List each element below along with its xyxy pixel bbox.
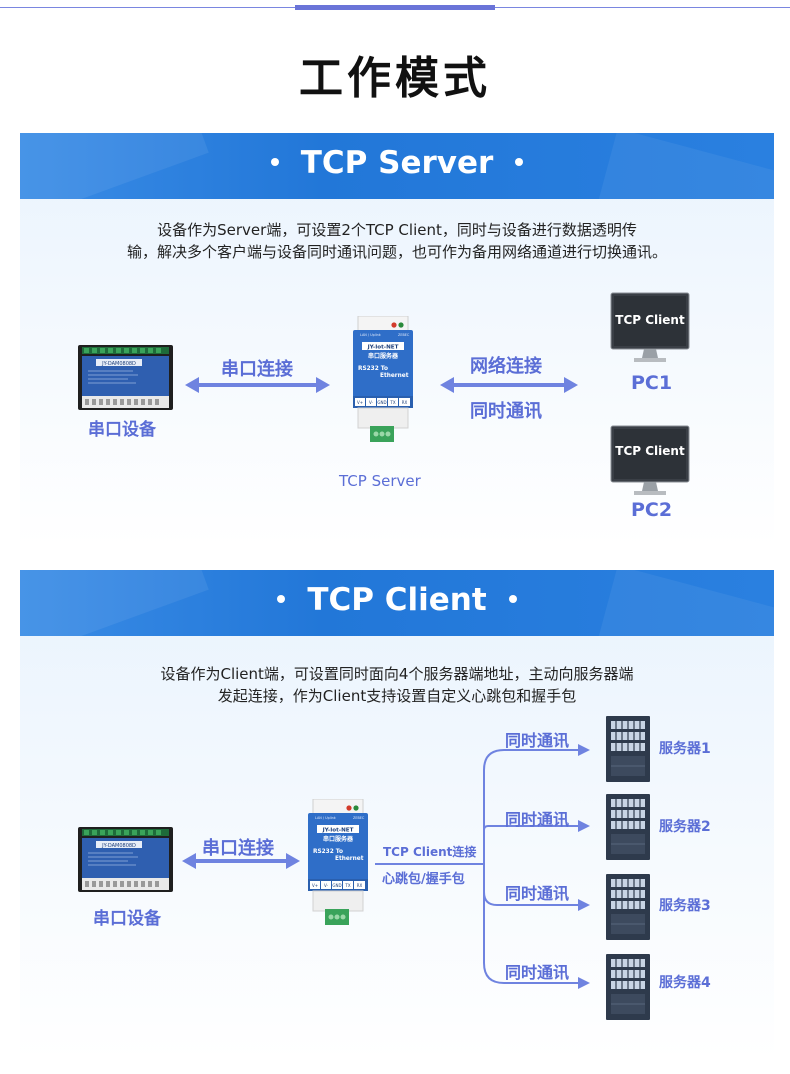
panel-header: TCP Client	[20, 570, 774, 636]
svg-text:ZEBEC: ZEBEC	[353, 816, 365, 820]
svg-text:串口服务器: 串口服务器	[368, 352, 399, 360]
server-rack-icon	[606, 874, 650, 940]
server2-label: 服务器2	[659, 819, 711, 835]
svg-text:LAN / Uplink: LAN / Uplink	[315, 816, 336, 820]
sync-comm-label: 同时通讯	[470, 401, 542, 422]
double-arrow-icon	[440, 377, 578, 393]
server-rack-icon	[606, 954, 650, 1020]
server-rack-4	[606, 954, 650, 1024]
svg-text:Ethernet: Ethernet	[335, 856, 364, 862]
heartbeat-label: 心跳包/握手包	[382, 872, 465, 887]
network-link-label: 网络连接	[470, 356, 542, 377]
tcp-client-panel: TCP Client 设备作为Client端，可设置同时面向4个服务器端地址，主…	[20, 570, 774, 1060]
svg-text:Ethernet: Ethernet	[380, 373, 409, 379]
page-title: 工作模式	[299, 53, 491, 104]
server3-label: 服务器3	[659, 898, 711, 914]
serial-link-label: 串口连接	[202, 838, 274, 859]
server-rack-2	[606, 794, 650, 864]
client-pc-2	[610, 425, 690, 501]
server3-comm-label: 同时通讯	[505, 884, 570, 903]
panel-title: TCP Client	[20, 582, 774, 618]
server1-label: 服务器1	[659, 741, 711, 757]
svg-text:GND: GND	[377, 400, 386, 405]
svg-text:ZEBEC: ZEBEC	[398, 333, 410, 337]
gateway-caption: TCP Server	[339, 472, 421, 490]
serial-device-label: 串口设备	[88, 420, 156, 440]
client-pc-1	[610, 292, 690, 368]
serial-device: JY-DAM0808D	[78, 345, 173, 414]
svg-text:GND: GND	[332, 883, 341, 888]
svg-text:V+: V+	[312, 883, 318, 888]
server2-comm-label: 同时通讯	[505, 810, 570, 829]
pc1-label: PC1	[631, 372, 673, 394]
svg-text:LAN / Uplink: LAN / Uplink	[360, 333, 381, 337]
panel-description: 设备作为Client端，可设置同时面向4个服务器端地址，主动向服务器端 发起连接…	[160, 665, 634, 705]
serial-server-device: LAN / Uplink ZEBEC JY-Iot-NET 串口服务器 RS23…	[350, 315, 416, 450]
serial-server-icon: LAN / Uplink ZEBEC JY-Iot-NET 串口服务器 RS23…	[353, 315, 413, 442]
pc2-label: PC2	[631, 499, 673, 521]
svg-text:TX: TX	[344, 883, 350, 888]
tcp-server-panel: TCP Server 设备作为Server端，可设置2个TCP Client，同…	[20, 133, 774, 546]
svg-text:RX: RX	[402, 400, 408, 405]
svg-text:串口服务器: 串口服务器	[323, 835, 354, 843]
io-module-icon: JY-DAM0808D	[78, 345, 173, 410]
serial-server-device: LAN / Uplink ZEBEC JY-Iot-NET 串口服务器 RS23…	[305, 798, 371, 933]
svg-text:V+: V+	[357, 400, 363, 405]
tcp-link-label: TCP Client连接	[383, 845, 477, 859]
server1-comm-label: 同时通讯	[505, 731, 570, 750]
server-rack-1	[606, 716, 650, 786]
io-module-icon: JY-DAM0808D	[78, 827, 173, 892]
server-rack-3	[606, 874, 650, 944]
server4-label: 服务器4	[659, 975, 711, 991]
io-module-model: JY-DAM0808D	[101, 361, 136, 367]
svg-text:RS232 To: RS232 To	[358, 366, 388, 372]
monitor-icon	[610, 425, 690, 495]
connection-tree	[375, 744, 590, 989]
svg-text:RS232 To: RS232 To	[313, 849, 343, 855]
pc2-screen-text: TCP Client	[615, 444, 685, 458]
panel-description: 设备作为Server端，可设置2个TCP Client，同时与设备进行数据透明传…	[126, 221, 667, 261]
io-module-model: JY-DAM0808D	[101, 843, 136, 849]
panel-title: TCP Server	[20, 145, 774, 181]
svg-text:JY-Iot-NET: JY-Iot-NET	[322, 828, 354, 834]
svg-text:V-: V-	[369, 400, 374, 405]
monitor-icon	[610, 292, 690, 362]
server-rack-icon	[606, 794, 650, 860]
top-accent-bar	[295, 5, 495, 10]
double-arrow-icon	[185, 377, 330, 393]
serial-server-icon: LAN / Uplink ZEBEC JY-Iot-NET 串口服务器 RS23…	[308, 798, 368, 925]
serial-device-label: 串口设备	[93, 909, 161, 929]
svg-text:V-: V-	[324, 883, 329, 888]
server-rack-icon	[606, 716, 650, 782]
panel-header: TCP Server	[20, 133, 774, 199]
svg-text:TX: TX	[389, 400, 395, 405]
svg-text:RX: RX	[357, 883, 363, 888]
serial-device: JY-DAM0808D	[78, 827, 173, 896]
double-arrow-icon	[182, 853, 300, 869]
svg-text:JY-Iot-NET: JY-Iot-NET	[367, 345, 399, 351]
serial-link-label: 串口连接	[221, 359, 293, 380]
server4-comm-label: 同时通讯	[505, 963, 570, 982]
pc1-screen-text: TCP Client	[615, 313, 685, 327]
